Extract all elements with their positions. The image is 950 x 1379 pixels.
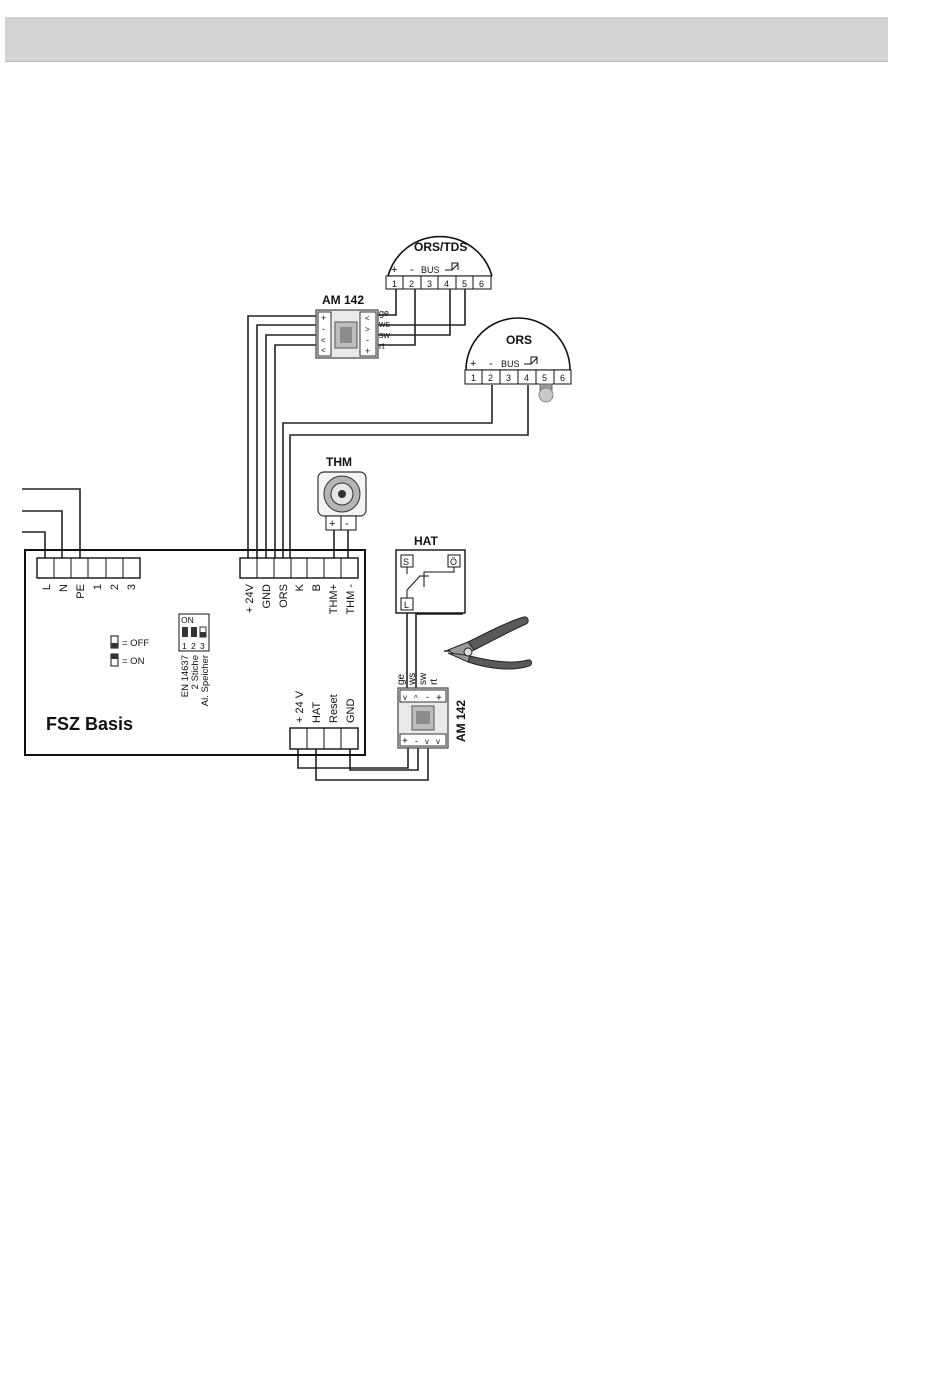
hat-l-label: L [404,600,409,610]
legend-on: = ON [122,656,145,667]
ors-terminal-2: 2 [488,373,493,383]
hat-switch: HAT S Ö L [396,534,465,613]
ors-terminal-4: 4 [524,373,529,383]
terminal-label-24v: + 24V [244,583,256,613]
ors-title: ORS [506,333,532,347]
am142-bottom-top-pin-2: ^ [414,694,418,703]
terminal-label-1: 1 [92,584,104,590]
wires [22,289,528,780]
terminal-label-bottom-gnd: GND [345,699,357,724]
terminal-label-3: 3 [126,584,138,590]
am142-top-wire-ge: ge [379,308,389,318]
ors-tds-terminal-6: 6 [479,279,484,289]
pliers-icon [444,617,532,669]
left-terminal-strip: L N PE 1 2 3 [37,558,140,599]
terminal-label-l: L [41,584,53,590]
fsz-basis-unit: FSZ Basis L N PE 1 2 3 + 24V GND [25,550,365,755]
am142-bottom-title: AM 142 [454,700,468,742]
ors-mark-bus: BUS [501,359,520,369]
terminal-label-thm-minus: THM - [345,584,357,615]
am142-top-pin-l2: - [322,324,325,334]
terminal-label-ors: ORS [278,584,290,608]
ors-mark-plus: + [470,358,476,370]
bottom-terminal-strip: + 24 V HAT Reset GND [290,690,358,749]
am142-top-pin-r4: + [365,346,370,356]
dip-switch: ON 1 2 3 EN 14637 2 Stiche Al. Speicher [179,614,211,706]
terminal-label-b: B [311,584,323,591]
am142-bottom-wire-rt: rt [429,679,440,685]
ors-tds-terminal-1: 1 [392,279,397,289]
ors-terminal-6: 6 [560,373,565,383]
am142-top-pin-r1: < [365,314,370,323]
am142-top-pin-r3: - [366,335,369,345]
ors-tds-terminal-3: 3 [427,279,432,289]
ors-tds-terminal-2: 2 [409,279,414,289]
ors-tds-mark-plus: + [391,264,397,276]
terminal-label-2: 2 [109,584,121,590]
terminal-label-bottom-24v: + 24 V [294,690,306,723]
ors-tds-terminal-4: 4 [444,279,449,289]
ors-terminal-1: 1 [471,373,476,383]
dip-pos-2: 2 [191,641,196,651]
am142-bottom-wire-ws: ws [407,673,418,686]
terminal-label-hat: HAT [311,702,323,723]
legend-off: = OFF [122,638,149,649]
hat-s-label: S [403,557,409,567]
am142-top-wire-ws: ws [378,319,390,329]
am142-top-module: AM 142 + - < < < > - + ge ws sw rt [316,293,391,358]
ors-tds-title: ORS/TDS [414,240,467,254]
am142-bottom-top-pin-3: - [426,692,429,702]
am142-bottom-wire-sw: sw [418,672,429,685]
fsz-title: FSZ Basis [46,714,133,734]
dip-pos-3: 3 [200,641,205,651]
am142-bottom-bot-pin-1: + [402,736,408,747]
thm-pin-plus: + [329,518,335,530]
ors-tds-mark-bus: BUS [421,265,440,275]
am142-bottom-bot-pin-4: v [436,737,440,746]
am142-top-pin-l3: < [321,336,326,345]
ors-tds-mark-minus: - [410,264,414,276]
am142-top-wire-sw: sw [379,330,391,340]
switch-legend: = OFF = ON [111,636,149,667]
ors-terminal-3: 3 [506,373,511,383]
am142-bottom-bot-pin-3: v [425,737,429,746]
am142-top-pin-l1: + [321,313,326,323]
terminal-label-gnd: GND [261,584,273,609]
terminal-label-thm-plus: THM+ [328,584,340,614]
right-terminal-strip: + 24V GND ORS K B THM+ THM - [240,558,358,615]
am142-top-pin-r2: > [365,325,370,334]
hat-title: HAT [414,534,438,548]
am142-bottom-top-pin-4: + [436,693,442,704]
am142-bottom-top-pin-1: v [403,693,407,702]
thm-title: THM [326,455,352,469]
ors-tds-sensor: ORS/TDS + - BUS 1 2 3 4 5 6 [386,237,492,289]
dip-pos-1: 1 [182,641,187,651]
ors-tds-terminal-5: 5 [462,279,467,289]
dip-note-3: Al. Speicher [200,655,211,706]
am142-bottom-wire-ge: ge [396,673,407,685]
ors-terminal-5: 5 [542,373,547,383]
am142-top-title: AM 142 [322,293,364,307]
hat-o-label: Ö [450,557,457,567]
dip-on-label: ON [181,615,194,625]
am142-top-wire-rt: rt [379,341,385,351]
am142-bottom-bot-pin-2: - [415,736,418,746]
thm-pin-minus: - [345,518,349,530]
am142-top-pin-l4: < [321,346,326,355]
thm-sensor: THM + - [318,455,366,530]
am142-bottom-module: ge ws sw rt v ^ - + + - v v AM 142 [396,672,468,748]
terminal-label-k: K [294,583,306,591]
terminal-label-n: N [58,584,70,592]
ors-mark-minus: - [489,358,493,370]
terminal-label-reset: Reset [328,694,340,723]
terminal-label-pe: PE [75,584,87,599]
ors-sensor: ORS + - BUS 1 2 3 4 5 6 [465,318,571,402]
